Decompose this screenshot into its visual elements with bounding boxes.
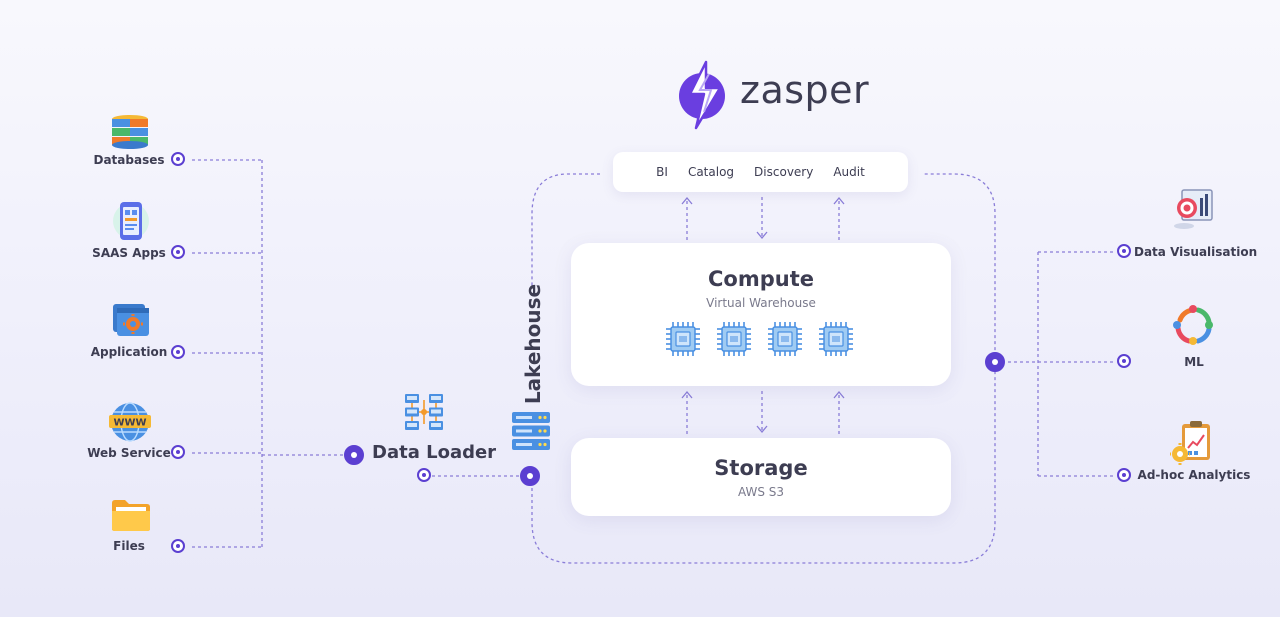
- node-data-visualisation[interactable]: [1117, 244, 1131, 258]
- node-files[interactable]: [171, 539, 185, 553]
- brand-name: zasper: [740, 68, 870, 112]
- brand-logo: [676, 60, 732, 130]
- source-label-files: Files: [113, 539, 145, 553]
- storage-card[interactable]: Storage AWS S3: [571, 438, 951, 516]
- feature-toolbar: BI Catalog Discovery Audit: [613, 152, 908, 192]
- lightning-bolt-logo-icon: [679, 60, 725, 130]
- node-output-hub[interactable]: [985, 352, 1005, 372]
- www-globe-icon: WWW: [108, 401, 152, 447]
- source-label-application: Application: [90, 345, 168, 359]
- cpu-chip-icon: [819, 322, 853, 356]
- server-rack-icon: [510, 410, 552, 456]
- node-data-loader-in[interactable]: [344, 445, 364, 465]
- cpu-chip-row: [665, 321, 865, 357]
- compute-subtitle: Virtual Warehouse: [706, 296, 816, 310]
- ml-cycle-icon: [1172, 304, 1214, 350]
- chart-target-icon: [1170, 188, 1214, 236]
- data-loader-label: Data Loader: [372, 442, 497, 463]
- clipboard-analytics-icon: [1170, 420, 1214, 470]
- node-web-service[interactable]: [171, 445, 185, 459]
- tool-bi[interactable]: BI: [656, 165, 668, 179]
- application-gear-icon: [111, 302, 151, 344]
- node-application[interactable]: [171, 345, 185, 359]
- compute-card[interactable]: Compute Virtual Warehouse: [571, 243, 951, 386]
- output-label-data-visualisation: Data Visualisation: [1134, 245, 1258, 259]
- output-label-ml: ML: [1184, 355, 1204, 369]
- node-adhoc-analytics[interactable]: [1117, 468, 1131, 482]
- tool-catalog[interactable]: Catalog: [687, 165, 735, 179]
- node-lakehouse[interactable]: [520, 466, 540, 486]
- node-ml[interactable]: [1117, 354, 1131, 368]
- database-stack-icon: [109, 114, 151, 154]
- svg-text:WWW: WWW: [113, 418, 146, 429]
- folder-icon: [110, 497, 152, 537]
- storage-title: Storage: [714, 456, 808, 480]
- tool-audit[interactable]: Audit: [833, 165, 865, 179]
- source-label-databases: Databases: [93, 153, 165, 167]
- compute-title: Compute: [708, 267, 814, 291]
- network-topology-icon: [402, 392, 446, 436]
- cpu-chip-icon: [666, 322, 700, 356]
- lakehouse-label: Lakehouse: [521, 283, 545, 405]
- source-label-saas-apps: SAAS Apps: [92, 246, 166, 260]
- node-data-loader-out[interactable]: [417, 468, 431, 482]
- cpu-chip-icon: [768, 322, 802, 356]
- mobile-app-icon: [111, 200, 151, 246]
- tool-discovery[interactable]: Discovery: [754, 165, 814, 179]
- cpu-chip-icon: [717, 322, 751, 356]
- node-saas-apps[interactable]: [171, 245, 185, 259]
- node-databases[interactable]: [171, 152, 185, 166]
- source-label-web-service: Web Service: [87, 446, 171, 460]
- storage-subtitle: AWS S3: [737, 485, 785, 499]
- output-label-adhoc-analytics: Ad-hoc Analytics: [1137, 468, 1251, 482]
